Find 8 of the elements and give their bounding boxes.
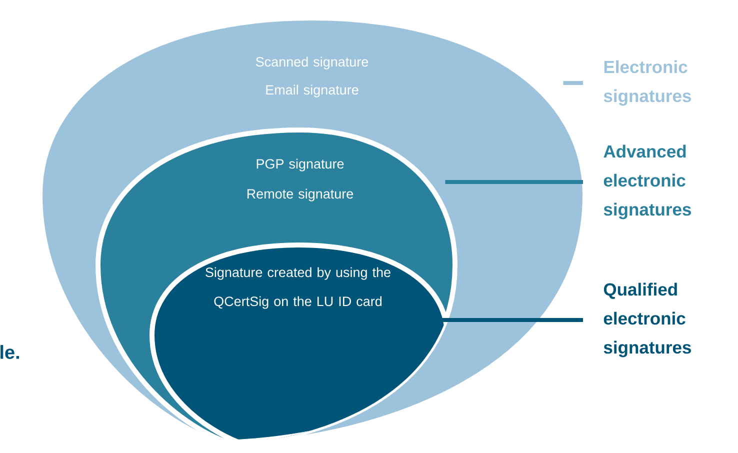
category-label: Advanced electronic signatures: [604, 144, 691, 220]
leader-line: [563, 81, 583, 85]
ellipse-region: Signature created by using the QCertSig on the LU ID card: [150, 242, 450, 444]
category-label: Qualified electronic signatures: [604, 282, 691, 358]
leader-line: [445, 180, 583, 184]
category-label: Electronic signatures: [604, 60, 691, 106]
leader-line: [441, 318, 583, 322]
cut-off-text: le.: [0, 345, 20, 359]
